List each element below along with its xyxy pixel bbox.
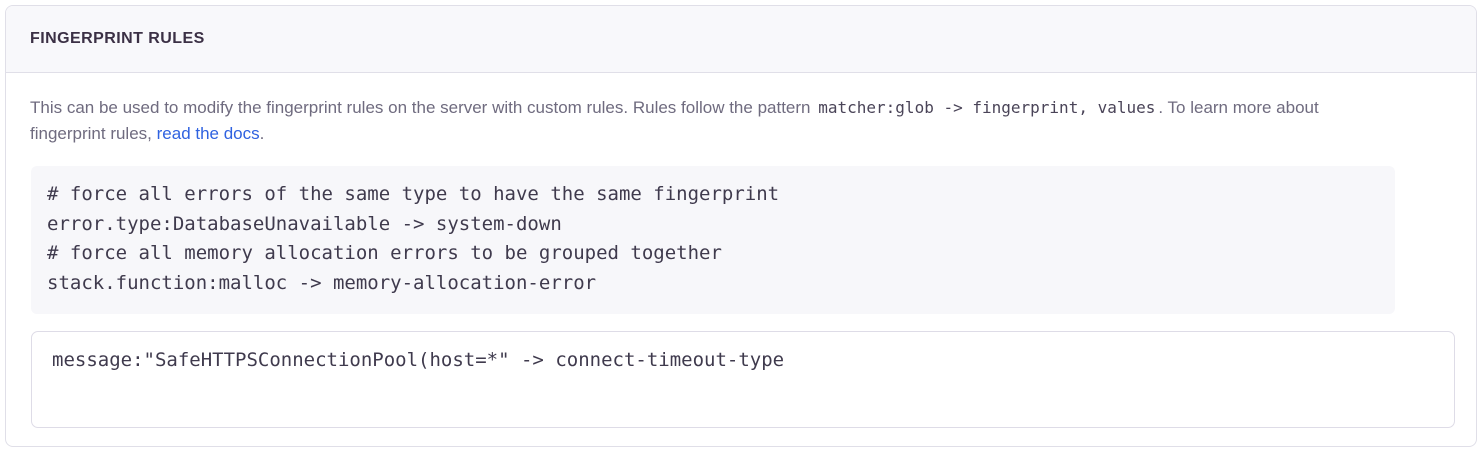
panel-header: FINGERPRINT RULES	[6, 6, 1476, 73]
read-the-docs-link[interactable]: read the docs	[156, 124, 260, 143]
description-text: This can be used to modify the fingerpri…	[30, 95, 1378, 147]
inline-code-pattern: matcher:glob -> fingerprint, values	[818, 98, 1156, 117]
description-part-2: . To learn more about fingerprint rules,	[30, 98, 1319, 143]
fingerprint-rules-panel: FINGERPRINT RULES This can be used to mo…	[5, 5, 1477, 447]
page-title: FINGERPRINT RULES	[30, 30, 205, 47]
fingerprint-rules-input[interactable]	[31, 331, 1455, 428]
description-part-3: .	[259, 124, 265, 143]
example-code-block: # force all errors of the same type to h…	[31, 166, 1395, 314]
panel-body: This can be used to modify the fingerpri…	[6, 73, 1476, 428]
description-part-1: This can be used to modify the fingerpri…	[30, 98, 811, 117]
